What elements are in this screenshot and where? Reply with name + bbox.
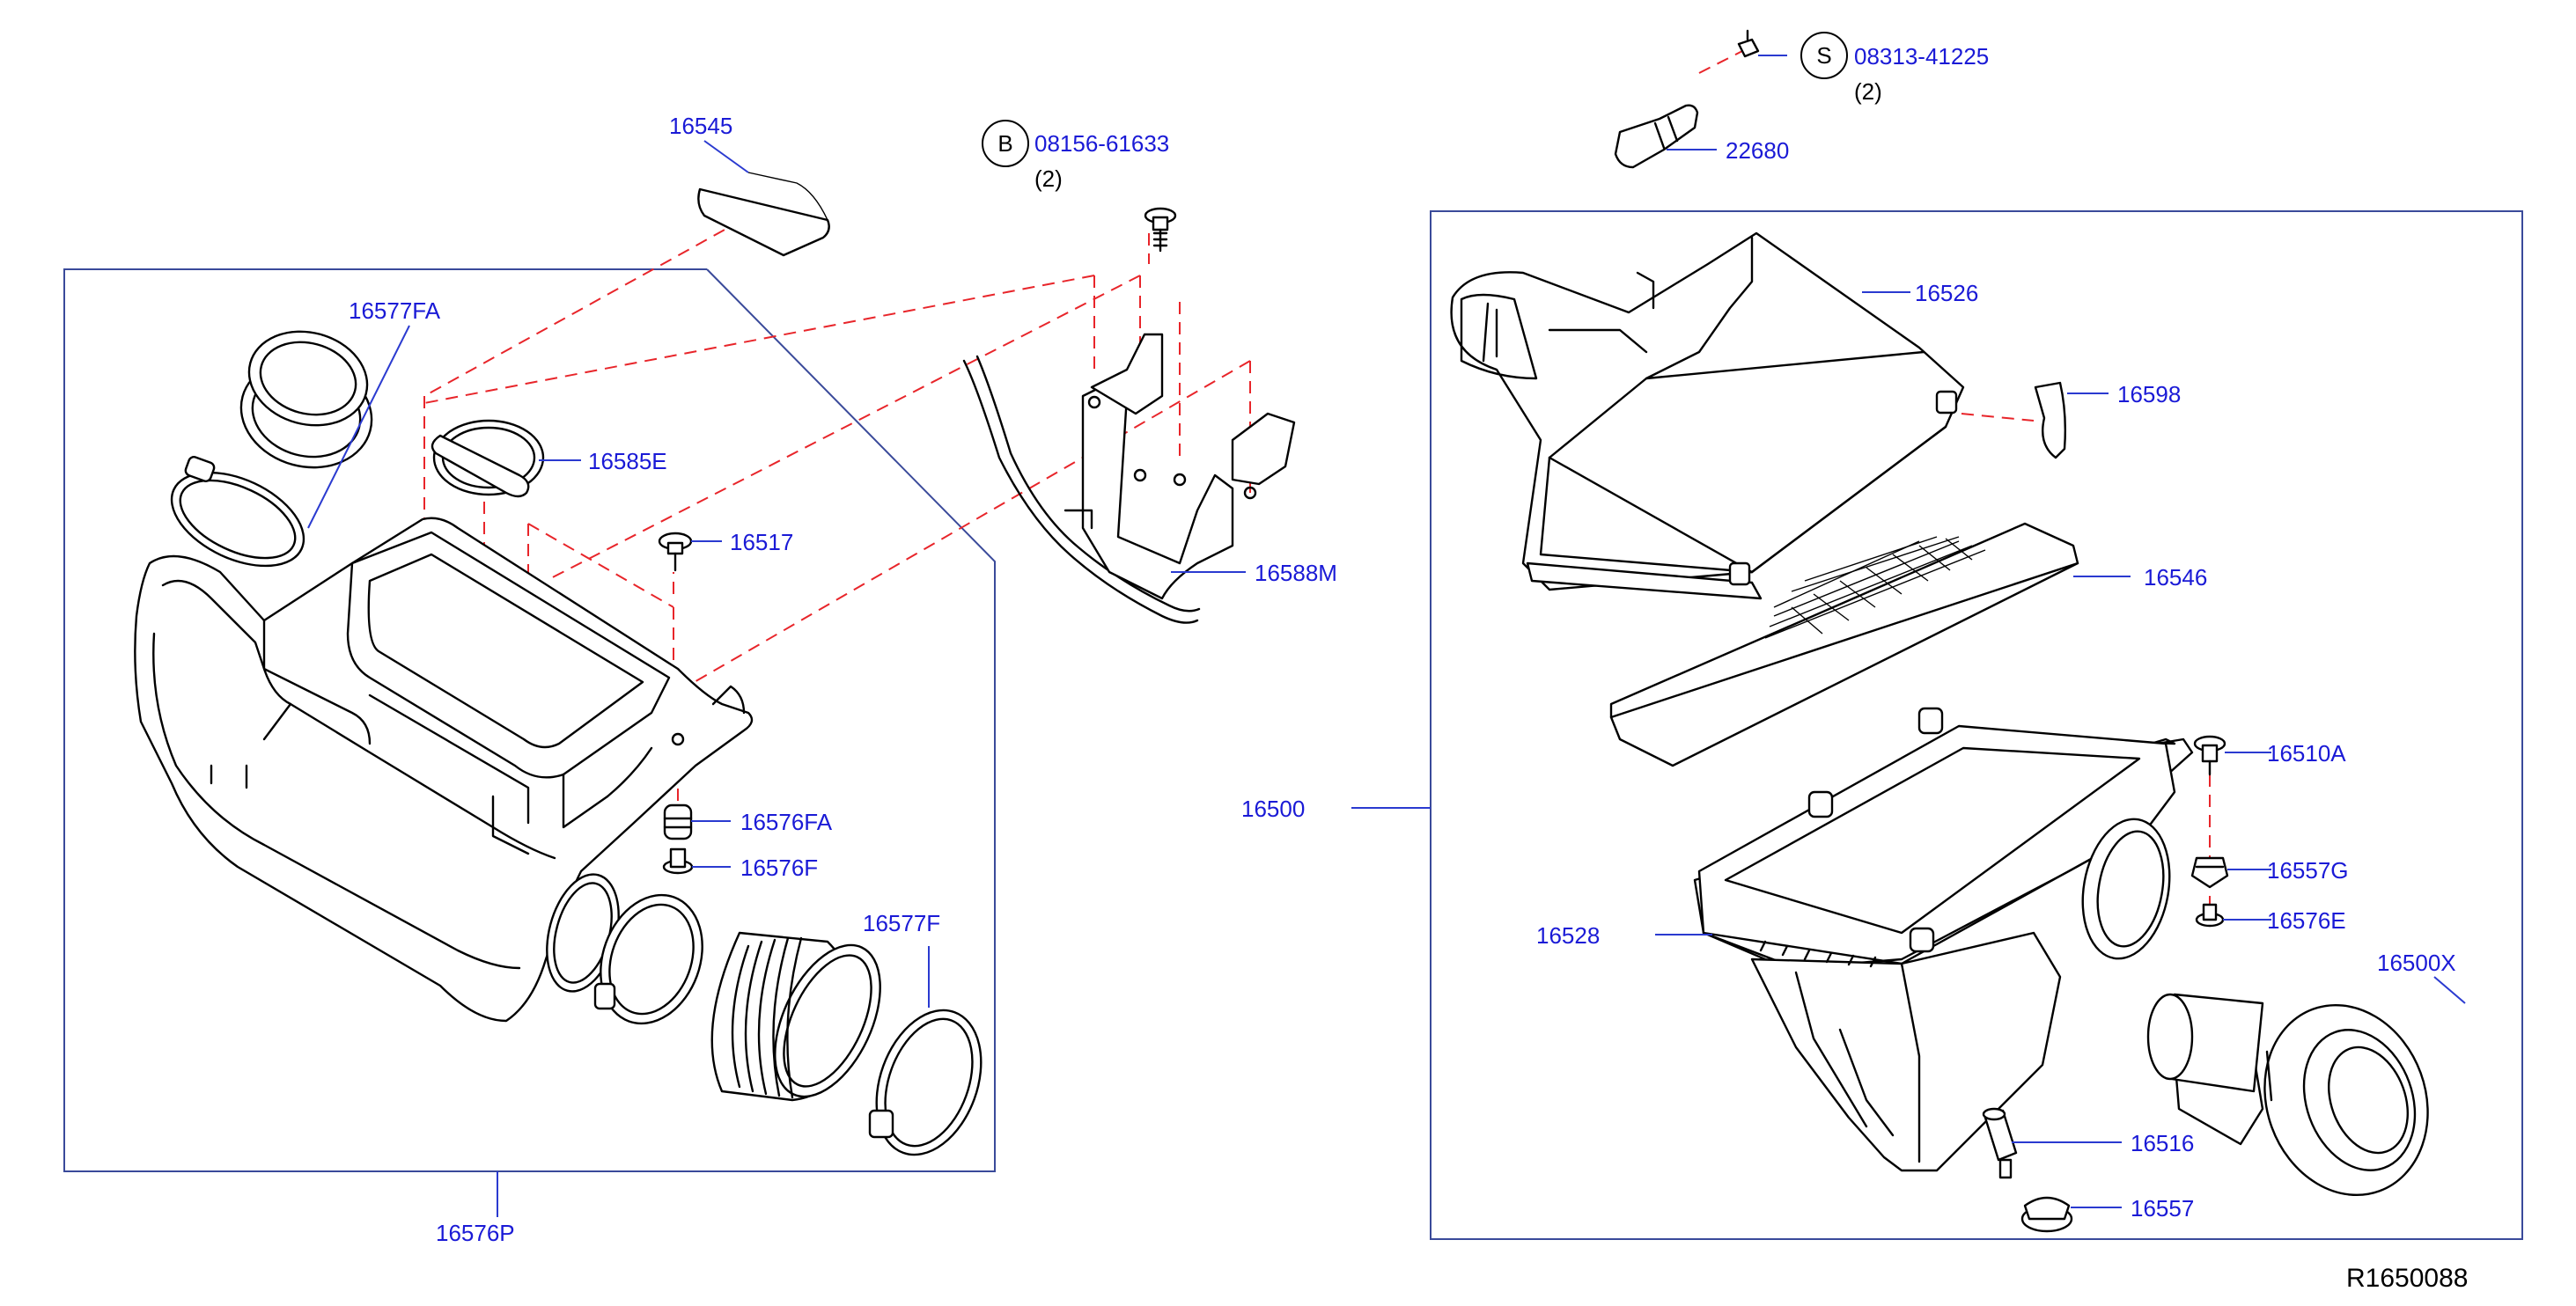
qty-bolt-b: (2) bbox=[1034, 165, 1063, 192]
label-16576FA: 16576FA bbox=[740, 809, 833, 835]
label-16577F: 16577F bbox=[863, 910, 940, 936]
symbol-s-circle bbox=[1800, 32, 1848, 79]
label-16516: 16516 bbox=[2131, 1130, 2194, 1156]
clip-16576E-icon bbox=[2195, 903, 2225, 928]
label-16576F: 16576F bbox=[740, 855, 818, 881]
air-duct-16576P-icon bbox=[134, 517, 754, 1023]
bolt-16517-icon bbox=[658, 532, 693, 572]
bracket-16588M-icon bbox=[962, 333, 1296, 624]
label-16526: 16526 bbox=[1915, 280, 1978, 306]
label-16517: 16517 bbox=[730, 529, 793, 555]
grommet-16576FA-icon bbox=[663, 803, 693, 840]
symbol-b-letter: B bbox=[997, 130, 1012, 157]
cap-16585E-icon bbox=[431, 419, 545, 498]
part-labels: 16545 16577FA 16585E 16517 16576FA 16576… bbox=[349, 43, 2456, 1246]
qty-screw-s: (2) bbox=[1854, 78, 1882, 105]
bolt-b-icon bbox=[1144, 207, 1177, 253]
clamp-16577F-icon bbox=[868, 1009, 983, 1156]
pad-16545-shape bbox=[697, 187, 830, 257]
valve-16516-icon bbox=[1982, 1107, 2018, 1179]
label-16585E: 16585E bbox=[588, 448, 667, 474]
clip-16576F-icon bbox=[662, 847, 694, 875]
grommet-16557-icon bbox=[2020, 1196, 2073, 1233]
label-16546: 16546 bbox=[2144, 564, 2207, 591]
upper-housing-16526-icon bbox=[1450, 231, 1965, 600]
label-16500X: 16500X bbox=[2377, 950, 2456, 976]
label-16598: 16598 bbox=[2117, 381, 2181, 407]
lower-housing-16528-icon bbox=[1693, 707, 2194, 1172]
label-16528: 16528 bbox=[1536, 922, 1600, 949]
label-16557G: 16557G bbox=[2267, 857, 2349, 884]
label-16577FA: 16577FA bbox=[349, 297, 441, 324]
bellows-hose-icon bbox=[710, 931, 881, 1102]
screw-s-icon bbox=[1737, 29, 1760, 58]
label-16576E: 16576E bbox=[2267, 907, 2346, 934]
symbol-b-circle bbox=[982, 120, 1029, 167]
label-08313-41225: 08313-41225 bbox=[1854, 43, 1989, 70]
label-08156-61633: 08156-61633 bbox=[1034, 130, 1169, 157]
clip-16598-icon bbox=[2034, 381, 2066, 459]
right-group-frame bbox=[1430, 210, 2523, 1240]
label-16510A: 16510A bbox=[2267, 740, 2346, 767]
bolt-16510A-icon bbox=[2193, 735, 2226, 776]
label-22680: 22680 bbox=[1726, 137, 1789, 164]
grommet-16557G-icon bbox=[2190, 856, 2229, 889]
label-16576P: 16576P bbox=[436, 1220, 515, 1246]
filter-16546-icon bbox=[1609, 522, 2079, 767]
resonator-16500X-icon bbox=[2146, 993, 2429, 1197]
label-16500: 16500 bbox=[1241, 796, 1305, 822]
label-16557: 16557 bbox=[2131, 1195, 2194, 1222]
sensor-22680-icon bbox=[1614, 104, 1699, 169]
symbol-s-letter: S bbox=[1816, 42, 1831, 69]
clamp-lower-icon bbox=[593, 893, 703, 1025]
label-16545: 16545 bbox=[669, 113, 732, 139]
label-16588M: 16588M bbox=[1255, 560, 1337, 586]
left-group-frame bbox=[63, 268, 996, 1172]
qty-labels: (2) (2) bbox=[1034, 78, 1882, 192]
clamp-16577FA-icon bbox=[170, 330, 373, 568]
diagram-code: R1650088 bbox=[2346, 1264, 2468, 1293]
